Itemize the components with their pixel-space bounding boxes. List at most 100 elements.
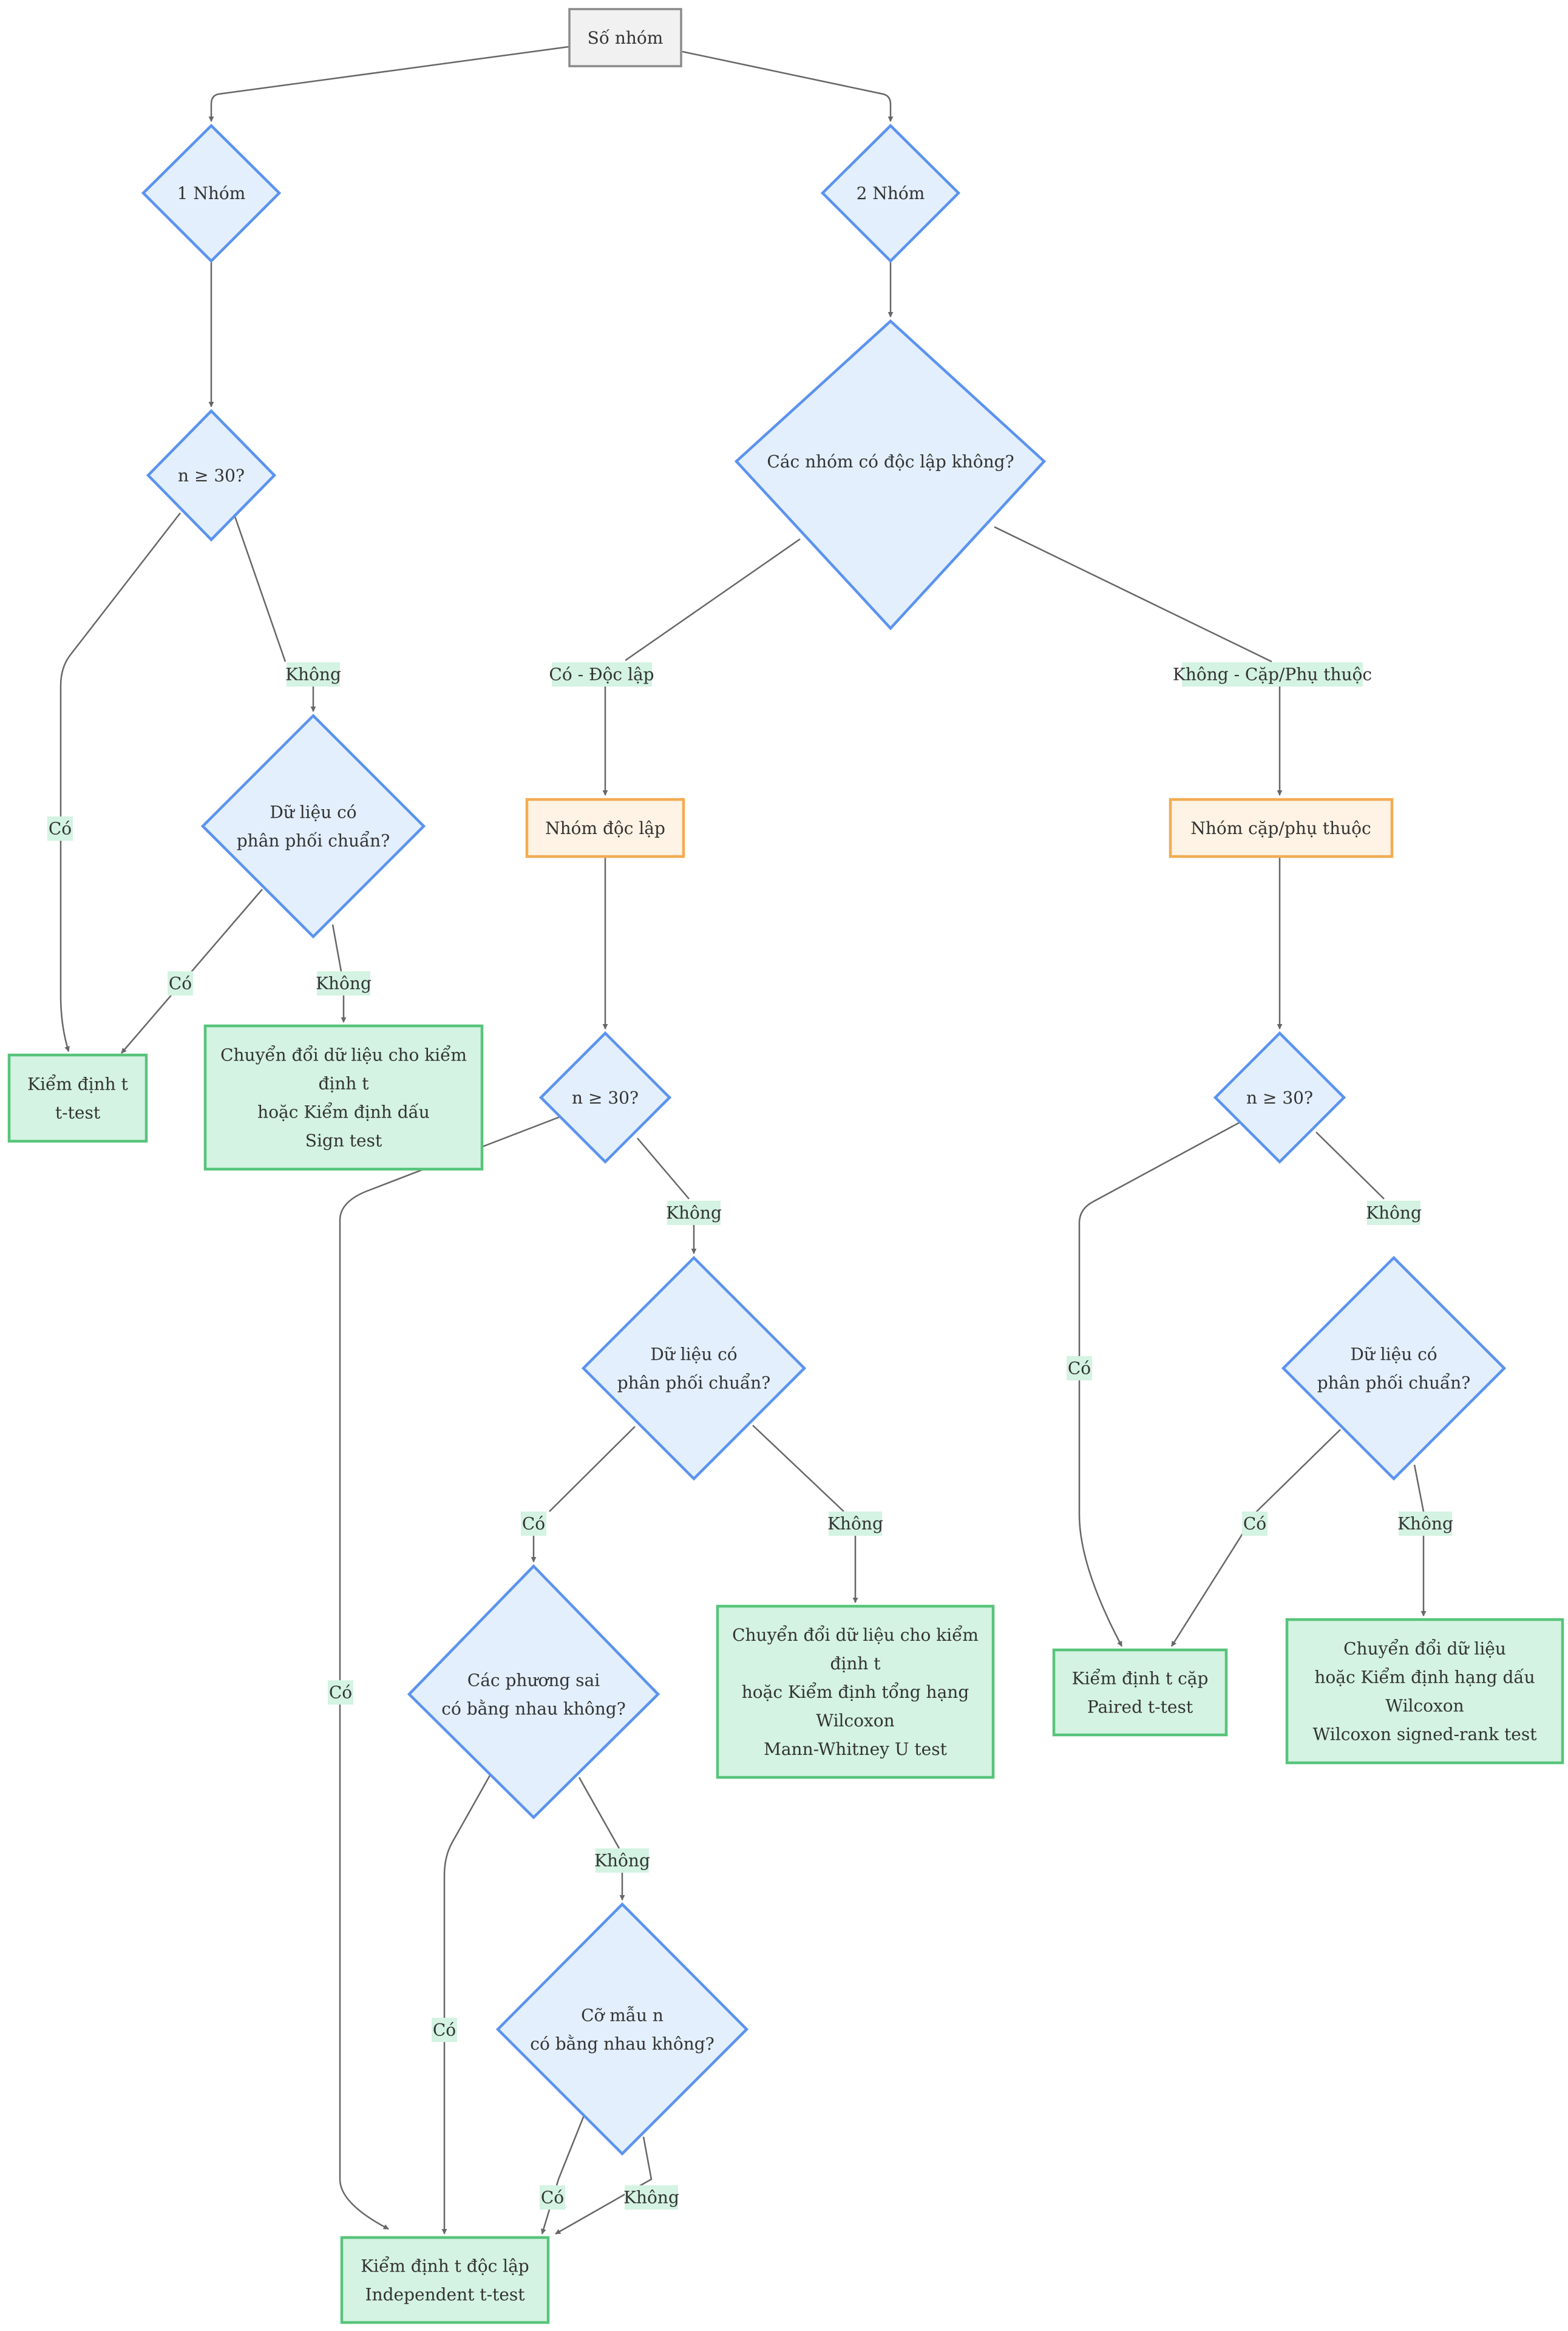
node-text-line: Kiểm định t độc lập xyxy=(361,2256,529,2276)
node-text-line: Nhóm độc lập xyxy=(545,818,665,838)
svg-text:Không - Cặp/Phụ thuộc: Không - Cặp/Phụ thuộc xyxy=(1173,665,1372,685)
edge-label-yes: Có xyxy=(1067,1356,1092,1380)
edge-label-no-paired: Không - Cặp/Phụ thuộc xyxy=(1173,662,1372,687)
edge-label-yes: Có xyxy=(1242,1512,1268,1536)
node-text-line: n ≥ 30? xyxy=(1246,1088,1313,1108)
node-text-line: n ≥ 30? xyxy=(572,1088,639,1108)
svg-text:Có: Có xyxy=(433,2020,456,2040)
edge-label-yes: Có xyxy=(168,971,193,996)
svg-text:Có: Có xyxy=(49,819,72,839)
svg-text:Các nhóm có độc lập không?: Các nhóm có độc lập không? xyxy=(767,452,1014,472)
node-text-line: hoặc Kiểm định tổng hạng xyxy=(742,1682,969,1702)
edge-sample-size-yes xyxy=(541,2115,585,2234)
node-text-line: có bằng nhau không? xyxy=(441,1698,625,1719)
decision-n30-independent: n ≥ 30? xyxy=(538,1031,672,1164)
svg-text:Kiểm định tt-test: Kiểm định tt-test xyxy=(27,1074,128,1122)
node-text-line: Wilcoxon xyxy=(1385,1695,1464,1715)
node-text-line: định t xyxy=(830,1654,881,1674)
svg-text:Không: Không xyxy=(594,1851,650,1871)
node-text-line: hoặc Kiểm định dấu xyxy=(257,1102,430,1122)
edge-label-yes: Có xyxy=(328,1680,353,1705)
svg-text:Không: Không xyxy=(1397,1514,1453,1534)
edge-label-yes: Có xyxy=(47,816,73,841)
node-text-line: Mann-Whitney U test xyxy=(764,1739,947,1759)
node-text-line: Kiểm định t xyxy=(27,1074,128,1094)
node-text-line: Các phương sai xyxy=(467,1670,600,1690)
decision-n30-1-group: n ≥ 30? xyxy=(146,409,277,542)
node-text-line: Số nhóm xyxy=(588,28,664,48)
node-text-line: Chuyển đổi dữ liệu xyxy=(1343,1638,1506,1658)
node-text-line: Chuyển đổi dữ liệu cho kiểm xyxy=(220,1045,467,1065)
node-text-line: 1 Nhóm xyxy=(177,183,246,203)
node-text-line: n ≥ 30? xyxy=(178,466,245,486)
svg-text:2 Nhóm: 2 Nhóm xyxy=(857,183,925,203)
node-text-line: Nhóm cặp/phụ thuộc xyxy=(1190,818,1371,838)
node-text-line: Cỡ mẫu n xyxy=(581,2005,664,2025)
edge-n30c-yes xyxy=(1078,1121,1241,1647)
edge-label-yes-independent: Có - Độc lập xyxy=(549,662,654,687)
edge-normal-b-yes xyxy=(549,1426,636,1512)
node-text-line: hoặc Kiểm định hạng dấu xyxy=(1314,1667,1535,1687)
node-text-line: 2 Nhóm xyxy=(857,183,925,203)
result-transform-or-wilcoxon-signed-rank: Chuyển đổi dữ liệu hoặc Kiểm định hạng dấ… xyxy=(1285,1618,1564,1765)
node-text-line: phân phối chuẩn? xyxy=(1317,1372,1470,1393)
edge-independent-yes xyxy=(625,538,801,662)
svg-text:Có - Độc lập: Có - Độc lập xyxy=(549,665,654,685)
edge-label-no: Không xyxy=(1397,1512,1453,1536)
svg-text:Có: Có xyxy=(1068,1359,1091,1379)
edge-n30a-yes xyxy=(59,512,181,1052)
edge-n30b-yes xyxy=(339,1116,560,2230)
node-text-line: có bằng nhau không? xyxy=(530,2034,714,2054)
svg-text:Không: Không xyxy=(316,974,372,994)
node-text-line: phân phối chuẩn? xyxy=(617,1372,770,1393)
edge-label-yes: Có xyxy=(432,2018,457,2042)
node-text-line: Dữ liệu có xyxy=(1350,1344,1437,1364)
decision-normal-paired: Dữ liệu có phân phối chuẩn? xyxy=(1281,1255,1507,1481)
decision-n30-paired: n ≥ 30? xyxy=(1213,1031,1346,1164)
edge-label-no: Không xyxy=(1366,1201,1422,1225)
svg-text:Không: Không xyxy=(827,1514,883,1534)
decision-2-groups: 2 Nhóm xyxy=(820,123,961,263)
edge-start-to-2-groups xyxy=(682,50,894,122)
edge-label-no: Không xyxy=(594,1848,650,1873)
edge-label-no: Không xyxy=(316,971,372,996)
edge-label-no: Không xyxy=(827,1512,883,1536)
edge-normal-b-no xyxy=(752,1425,844,1512)
svg-text:n ≥ 30?: n ≥ 30? xyxy=(178,466,245,486)
edge-sample-size-no xyxy=(555,2136,653,2235)
svg-text:Có: Có xyxy=(329,1683,352,1703)
node-text-line: Kiểm định t cặp xyxy=(1072,1668,1209,1688)
svg-text:n ≥ 30?: n ≥ 30? xyxy=(1246,1088,1313,1108)
edge-variance-no xyxy=(578,1777,620,1849)
node-text-line: Paired t-test xyxy=(1087,1697,1193,1717)
svg-text:Không: Không xyxy=(623,2188,679,2208)
nodes: Số nhóm 1 Nhóm 2 Nhóm n ≥ 30? Các nhóm c… xyxy=(7,8,1564,2324)
svg-text:Có: Có xyxy=(522,1514,545,1534)
decision-equal-sample-size: Cỡ mẫu n có bằng nhau không? xyxy=(495,1902,749,2156)
edge-label-no: Không xyxy=(666,1201,722,1225)
svg-text:Cỡ mẫu ncó bằng nhau không?: Cỡ mẫu n có bằng nhau không? xyxy=(530,2005,714,2054)
edge-n30c-no xyxy=(1315,1132,1385,1199)
node-text-line: Sign test xyxy=(305,1130,382,1150)
edge-start-to-1-group xyxy=(208,46,569,122)
svg-text:Nhóm cặp/phụ thuộc: Nhóm cặp/phụ thuộc xyxy=(1190,818,1371,838)
edge-variance-yes xyxy=(441,1774,492,2234)
decision-equal-variance: Các phương sai có bằng nhau không? xyxy=(407,1564,660,1820)
paired-groups-node: Nhóm cặp/phụ thuộc xyxy=(1169,798,1394,858)
svg-text:Không: Không xyxy=(666,1203,722,1223)
edge-n30a-no xyxy=(233,514,287,662)
